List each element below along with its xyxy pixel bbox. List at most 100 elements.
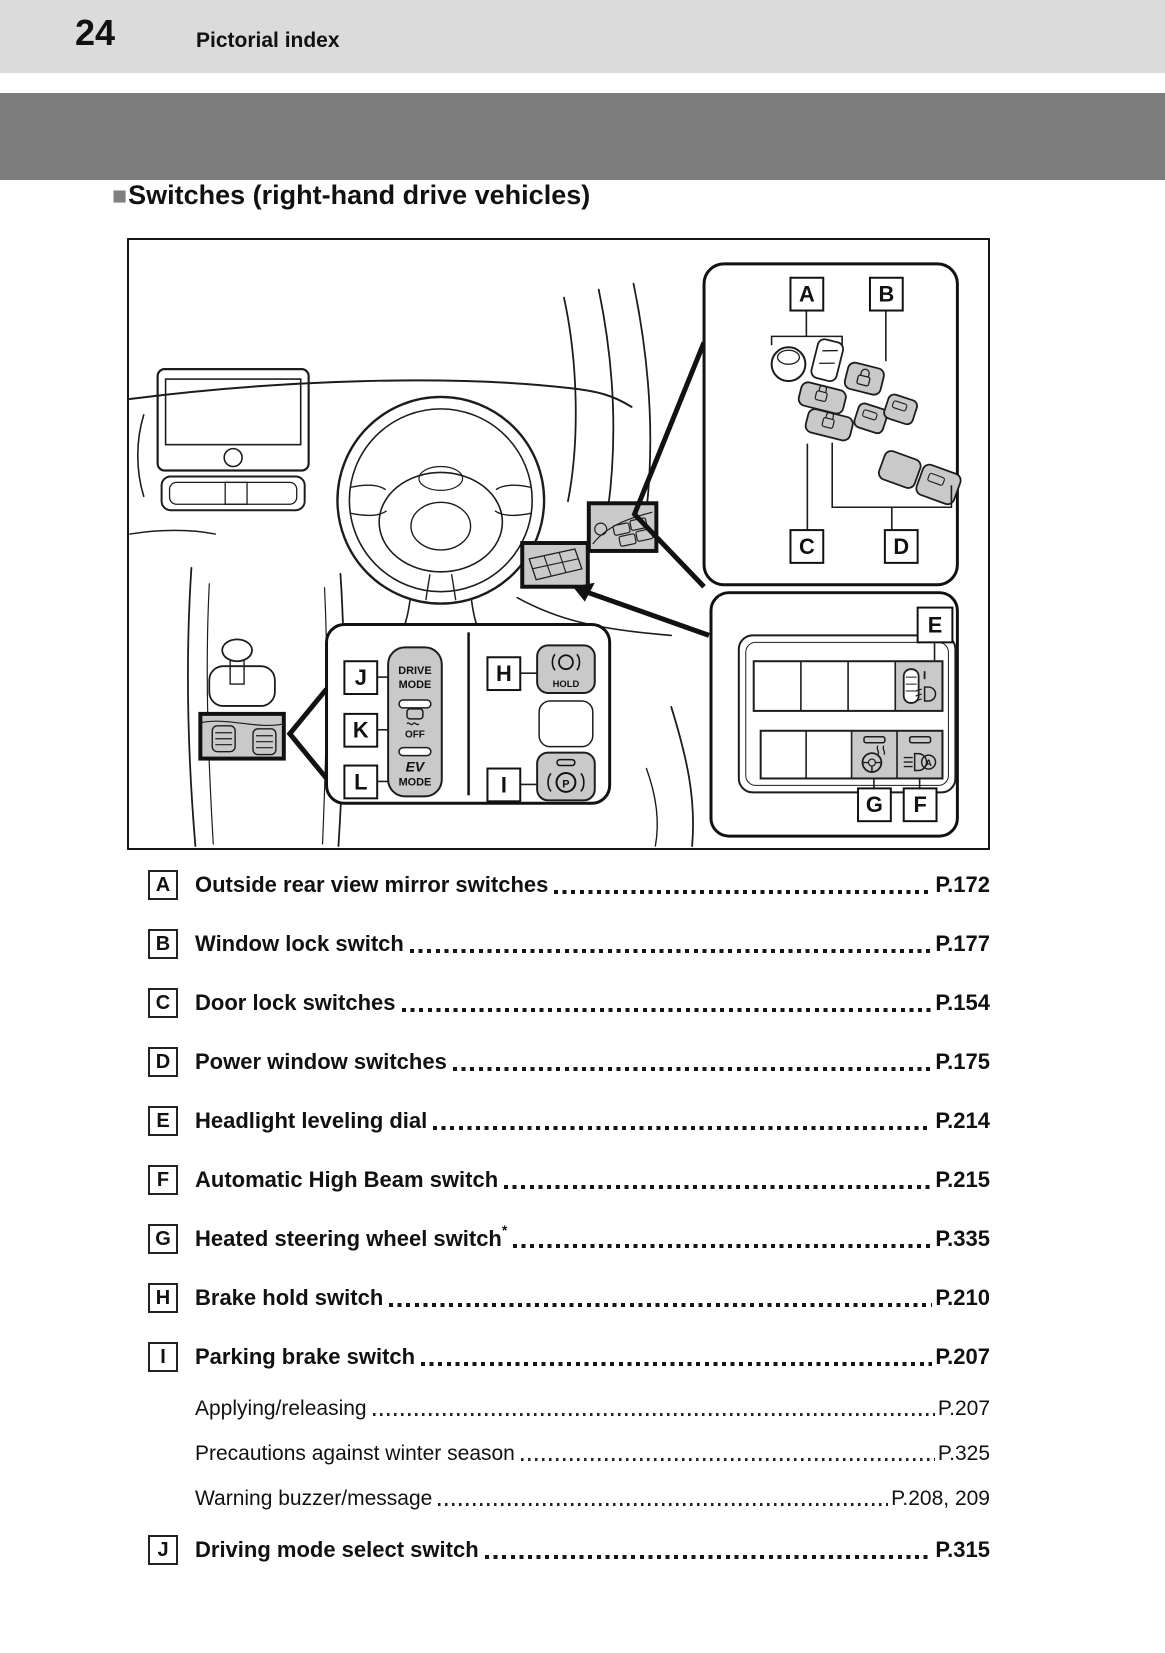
item-page-ref: P.215 [935, 1167, 990, 1192]
index-row-e: E Headlight leveling dial P.214 [148, 1106, 990, 1136]
item-title: Driving mode select switch [195, 1537, 479, 1563]
callout-G: G [857, 787, 892, 823]
index-row-f: F Automatic High Beam switch P.215 [148, 1165, 990, 1195]
item-letter-badge: F [148, 1165, 178, 1195]
square-bullet-icon: ■ [112, 182, 128, 210]
power-window-switches [853, 393, 962, 506]
subitem-title: Precautions against winter season [195, 1442, 515, 1466]
dot-leader [372, 1413, 935, 1416]
dot-leader [409, 949, 933, 953]
dot-leader [401, 1008, 933, 1012]
svg-text:K: K [353, 718, 369, 743]
index-row-b: B Window lock switch P.177 [148, 929, 990, 959]
item-page-ref: P.207 [935, 1344, 990, 1369]
svg-text:A: A [925, 758, 932, 768]
callout-C: C [789, 529, 825, 564]
svg-text:DRIVE: DRIVE [398, 665, 431, 677]
index-row-c: C Door lock switches P.154 [148, 988, 990, 1018]
item-page-ref: P.154 [935, 990, 990, 1015]
item-title: Door lock switches [195, 990, 396, 1016]
index-row-h: H Brake hold switch P.210 [148, 1283, 990, 1313]
svg-text:MODE: MODE [399, 679, 432, 691]
item-letter-badge: B [148, 929, 178, 959]
item-letter-badge: A [148, 870, 178, 900]
door-lock-switch-1 [797, 381, 847, 415]
inset-door-switch-panel: A B C D [702, 262, 962, 587]
dot-leader [520, 1458, 935, 1461]
index-row-j: J Driving mode select switch P.315 [148, 1535, 990, 1565]
dot-leader [452, 1067, 933, 1071]
index-row-d: D Power window switches P.175 [148, 1047, 990, 1077]
svg-text:I: I [501, 772, 507, 797]
index-subrow-warning: Warning buzzer/message P.208, 209 [148, 1485, 990, 1513]
item-title: Window lock switch [195, 931, 404, 957]
door-lock-switch-2 [804, 408, 854, 442]
window-lock-switch [843, 361, 885, 396]
subitem-page-ref: P.207 [937, 1397, 990, 1420]
item-page-ref: P.315 [935, 1537, 990, 1562]
svg-text:J: J [355, 665, 367, 690]
svg-text:E: E [928, 612, 943, 637]
chapter-title: Pictorial index [196, 29, 340, 52]
callout-arrows [286, 341, 710, 781]
item-letter-badge: J [148, 1535, 178, 1565]
dot-leader [433, 1126, 933, 1130]
svg-text:D: D [893, 534, 909, 559]
item-page-ref: P.214 [935, 1108, 990, 1133]
item-title-text: Automatic High Beam switch [195, 1167, 499, 1192]
item-page-ref: P.177 [935, 931, 990, 956]
dot-leader [554, 890, 933, 894]
auto-high-beam-icon [903, 735, 937, 772]
item-title-text: Window lock switch [195, 931, 404, 956]
item-title-text: Outside rear view mirror switches [195, 872, 549, 897]
drive-mode-switch-strip: DRIVE MODE OFF EV MODE [387, 646, 443, 798]
dot-leader [421, 1362, 933, 1366]
index-row-a: A Outside rear view mirror switches P.17… [148, 870, 990, 900]
callout-L: L [343, 764, 379, 800]
dot-leader [389, 1303, 933, 1307]
svg-text:G: G [866, 792, 883, 817]
dash-panel-switches-highlight [520, 541, 590, 589]
svg-text:OFF: OFF [405, 730, 425, 741]
console-switches-highlight [198, 711, 286, 761]
switch-location-diagram: A B C D [127, 238, 990, 850]
inset-instrument-panel: A E G F [709, 591, 959, 838]
inset-console-switch-panel: DRIVE MODE OFF EV MODE [325, 622, 612, 805]
subitem-title-text: Precautions against winter season [195, 1442, 515, 1465]
item-title: Headlight leveling dial [195, 1108, 427, 1134]
steering-wheel [336, 395, 546, 605]
item-letter-badge: I [148, 1342, 178, 1372]
chapter-tab-banner [0, 93, 1165, 180]
index-subrow-applying: Applying/releasing P.207 [148, 1395, 990, 1423]
item-title: Automatic High Beam switch [195, 1167, 498, 1193]
callout-E: E [916, 606, 954, 644]
item-title-text: Brake hold switch [195, 1285, 384, 1310]
subitem-page-ref: P.325 [937, 1442, 990, 1465]
section-title-text: Switches (right-hand drive vehicles) [128, 180, 591, 210]
item-page-ref: P.210 [935, 1285, 990, 1310]
index-subrow-precautions: Precautions against winter season P.325 [148, 1440, 990, 1468]
item-title: Power window switches [195, 1049, 447, 1075]
item-title-text: Headlight leveling dial [195, 1108, 428, 1133]
headlight-leveling-dial [902, 668, 937, 704]
item-title: Parking brake switch [195, 1344, 415, 1370]
mirror-fold-switch [810, 338, 844, 383]
brake-hold-switch: HOLD [536, 644, 596, 695]
callout-D: D [883, 529, 919, 564]
item-title: Outside rear view mirror switches [195, 872, 548, 898]
subitem-title-text: Warning buzzer/message [195, 1487, 433, 1510]
svg-text:B: B [878, 282, 894, 307]
item-letter-badge: C [148, 988, 178, 1018]
callout-J: J [343, 660, 379, 696]
item-title-text: Driving mode select switch [195, 1537, 479, 1562]
callout-K: K [343, 712, 379, 748]
svg-text:P: P [562, 778, 569, 790]
item-page-ref: P.172 [935, 872, 990, 897]
subitem-title: Applying/releasing [195, 1397, 367, 1421]
page-header: 24 Pictorial index [0, 0, 1165, 73]
dot-leader [513, 1244, 933, 1248]
svg-text:EV: EV [406, 759, 426, 775]
callout-I: I [486, 767, 522, 803]
item-page-ref: P.335 [935, 1226, 990, 1251]
svg-text:MODE: MODE [399, 776, 432, 788]
